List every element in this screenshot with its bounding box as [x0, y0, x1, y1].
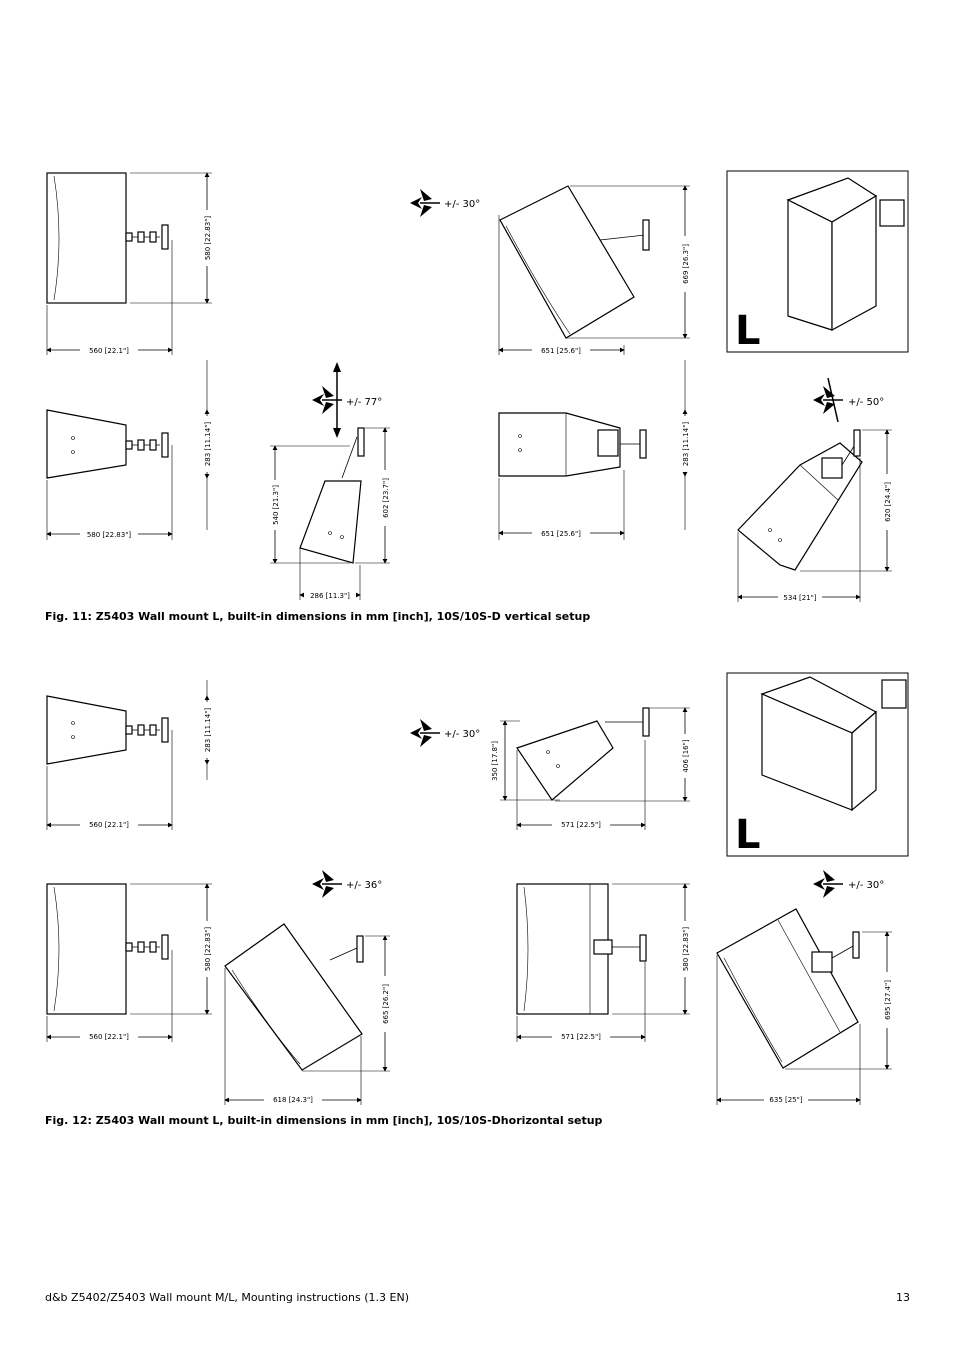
dim-label: 286 [11.3"] — [310, 592, 350, 600]
fig12-badge-view — [726, 672, 909, 857]
fig11-view-f — [737, 377, 892, 602]
footer-title: d&b Z5402/Z5403 Wall mount M/L, Mounting… — [45, 1291, 409, 1304]
dim-label: 580 [22.83"] — [204, 216, 212, 261]
angle-label: +/- 30° — [444, 729, 480, 740]
fig11-view-c — [46, 360, 210, 540]
badge-letter: L — [735, 308, 761, 354]
angle-label: +/- 30° — [444, 199, 480, 210]
fig12-view-b — [409, 707, 690, 830]
dim-label: 580 [22.83"] — [204, 927, 212, 972]
dim-label: 669 [26.3"] — [682, 244, 690, 284]
figure-12-caption: Fig. 12: Z5403 Wall mount L, built-in di… — [45, 1114, 603, 1127]
page-number: 13 — [896, 1291, 910, 1304]
dim-label: 580 [22.83"] — [87, 531, 132, 539]
figure-11-caption: Fig. 11: Z5403 Wall mount L, built-in di… — [45, 610, 591, 623]
dim-label: 651 [25.6"] — [541, 347, 581, 355]
dim-label: 635 [25"] — [769, 1096, 802, 1104]
fig11-view-e — [498, 360, 688, 540]
dim-label: 580 [22.83"] — [682, 927, 690, 972]
dim-label: 665 [26.2"] — [382, 984, 390, 1024]
fig11-badge-view — [726, 170, 909, 353]
dim-label: 283 [11.14"] — [204, 708, 212, 753]
dim-label: 695 [27.4"] — [884, 980, 892, 1020]
dim-label: 534 [21"] — [783, 594, 816, 602]
fig12-view-a — [46, 680, 210, 830]
dim-label: 651 [25.6"] — [541, 530, 581, 538]
dim-label: 571 [22.5"] — [561, 821, 601, 829]
fig12-view-d — [224, 869, 390, 1105]
fig12-view-c — [46, 883, 212, 1042]
fig11-view-b — [409, 185, 690, 355]
dim-label: 350 [17.8"] — [491, 741, 499, 781]
dim-label: 620 [24.4"] — [884, 482, 892, 522]
dim-label: 560 [22.1"] — [89, 821, 129, 829]
dim-label: 560 [22.1"] — [89, 1033, 129, 1041]
dim-label: 406 [16"] — [682, 739, 690, 772]
badge-letter: L — [735, 812, 761, 858]
dim-label: 283 [11.14"] — [204, 422, 212, 467]
angle-label: +/- 77° — [346, 397, 382, 408]
dim-label: 602 [23.7"] — [382, 478, 390, 518]
angle-label: +/- 50° — [848, 397, 884, 408]
dim-label: 540 [21.3"] — [272, 485, 280, 525]
dim-label: 560 [22.1"] — [89, 347, 129, 355]
fig12-view-e — [516, 883, 690, 1042]
fig11-view-a — [46, 172, 212, 355]
dim-label: 618 [24.3"] — [273, 1096, 313, 1104]
fig11-labels: 560 [22.1"] 580 [22.83"] +/- 30° 651 [25… — [80, 199, 894, 604]
angle-label: +/- 30° — [848, 880, 884, 891]
fig12-labels: 560 [22.1"] 283 [11.14"] +/- 30° 350 [17… — [80, 702, 894, 1106]
dim-label: 283 [11.14"] — [682, 422, 690, 467]
fig12-view-f — [716, 869, 892, 1105]
angle-label: +/- 36° — [346, 880, 382, 891]
dim-label: 571 [22.5"] — [561, 1033, 601, 1041]
